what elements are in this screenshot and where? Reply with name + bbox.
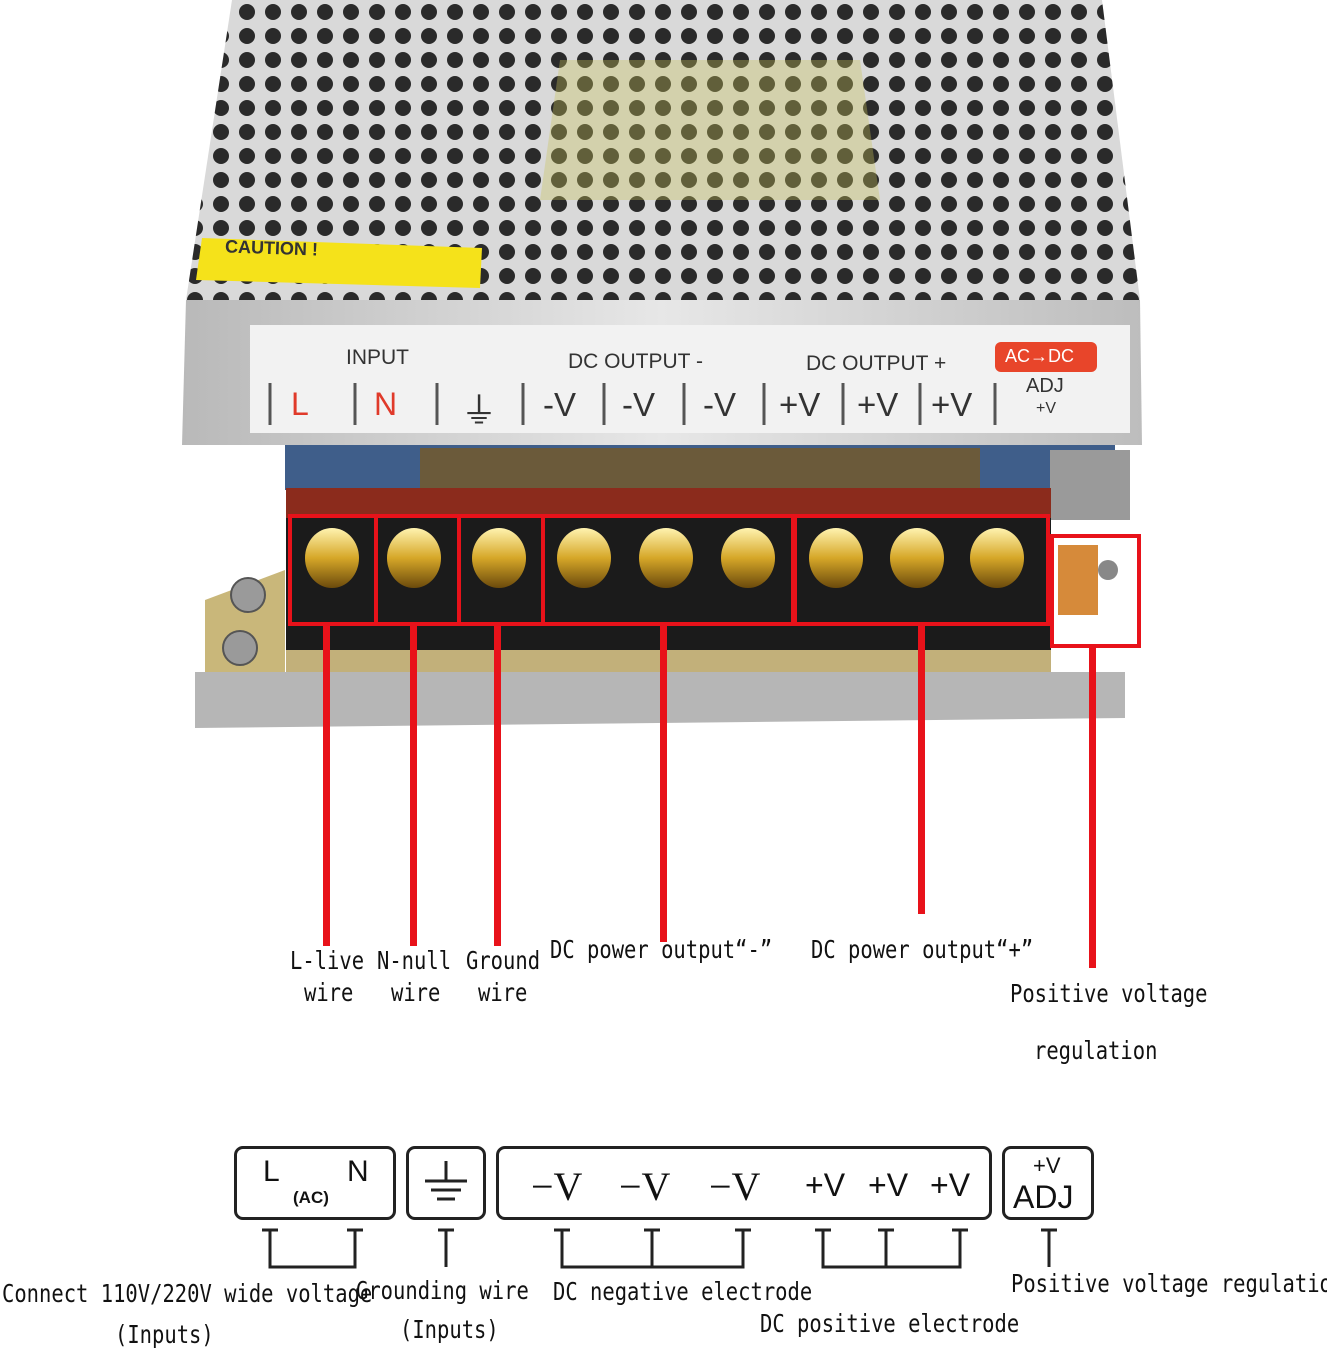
callout-n-null-line1: N-null — [377, 946, 452, 975]
diagram-plus-v-3: +V — [930, 1167, 971, 1203]
highlight-minus-terminals — [541, 514, 795, 626]
diagram-n-label: N — [347, 1155, 369, 1188]
callout-ground-line1: Ground — [466, 946, 541, 975]
callout-l-live-line2: wire — [304, 978, 354, 1007]
terminal-label-plus-1: +V — [779, 386, 821, 423]
diagram-adj-bottom: ADJ — [1013, 1179, 1074, 1215]
diagram-dc-box: −V −V −V +V +V +V — [496, 1146, 992, 1220]
diagram-adj-box: +V ADJ — [1002, 1146, 1094, 1220]
highlight-n-terminal — [374, 514, 461, 626]
input-label: INPUT — [346, 346, 409, 369]
ac-dc-badge — [995, 342, 1097, 372]
leader-line-minus — [660, 624, 667, 942]
terminal-label-n: N — [374, 386, 398, 422]
leader-line-n — [410, 624, 417, 946]
caution-title: CAUTION ! — [224, 236, 319, 260]
terminal-label-minus-2: -V — [622, 386, 655, 423]
diagram-minus-v-2: −V — [619, 1164, 671, 1209]
callout-ground-line2: wire — [478, 978, 528, 1007]
diagram-l-label: L — [263, 1155, 280, 1188]
highlight-adj-potentiometer — [1050, 534, 1141, 648]
vent-grille — [186, 0, 1140, 300]
callout-n-null-line2: wire — [391, 978, 441, 1007]
callout-l-live-line1: L-live — [290, 946, 365, 975]
bracket-positive — [821, 1230, 962, 1269]
caption-negative: DC negative electrode — [553, 1277, 813, 1306]
adj-sub-label: +V — [1036, 400, 1057, 417]
diagram-plus-v-2: +V — [868, 1167, 909, 1203]
terminal-label-l: L — [291, 386, 309, 422]
dc-output-plus-label: DC OUTPUT + — [806, 352, 947, 375]
callout-dc-plus: DC power output“+” — [811, 935, 1034, 964]
ground-symbol-icon — [425, 1161, 467, 1201]
caption-connect-sub: (Inputs) — [115, 1320, 214, 1349]
caption-grounding-sub: (Inputs) — [400, 1315, 499, 1344]
terminal-label-minus-1: -V — [543, 386, 576, 423]
bracket-ac — [268, 1230, 357, 1269]
caution-sticker — [196, 238, 482, 288]
diagram-ground-box — [406, 1146, 486, 1220]
leader-line-plus — [918, 624, 925, 914]
leader-line-l — [323, 624, 330, 946]
highlight-plus-terminals — [793, 514, 1050, 626]
leader-line-ground — [494, 624, 501, 946]
caption-connect: Connect 110V/220V wide voltage — [2, 1279, 373, 1308]
terminal-label-ground: ⏚ — [461, 390, 498, 431]
diagram-plus-v-1: +V — [805, 1167, 846, 1203]
adj-label: ADJ — [1026, 375, 1064, 397]
callout-dc-minus: DC power output“-” — [550, 935, 773, 964]
caption-regulation: Positive voltage regulation — [1011, 1269, 1327, 1298]
diagram-minus-v-3: −V — [709, 1164, 761, 1209]
dc-output-minus-label: DC OUTPUT - — [568, 350, 703, 373]
ac-dc-badge-label: AC→DC — [1005, 346, 1075, 366]
terminal-label-minus-3: -V — [703, 386, 736, 423]
callout-pos-reg-line1: Positive voltage — [1010, 979, 1208, 1008]
leader-line-adj — [1089, 646, 1096, 968]
diagram-minus-v-1: −V — [531, 1164, 583, 1209]
terminal-label-plus-2: +V — [857, 386, 899, 423]
caption-grounding: Grounding wire — [356, 1276, 529, 1305]
callout-pos-reg-line2: regulation — [1034, 1036, 1158, 1065]
diagram-ac-box: L (AC) N — [234, 1146, 396, 1220]
highlight-ground-terminal — [457, 514, 545, 626]
caption-positive: DC positive electrode — [760, 1309, 1020, 1338]
diagram-brackets — [262, 1228, 1057, 1269]
diagram-adj-top: +V — [1033, 1153, 1061, 1178]
highlight-l-terminal — [288, 514, 378, 626]
diagram-ac-label: (AC) — [293, 1188, 329, 1207]
terminal-label-plus-3: +V — [931, 386, 973, 423]
